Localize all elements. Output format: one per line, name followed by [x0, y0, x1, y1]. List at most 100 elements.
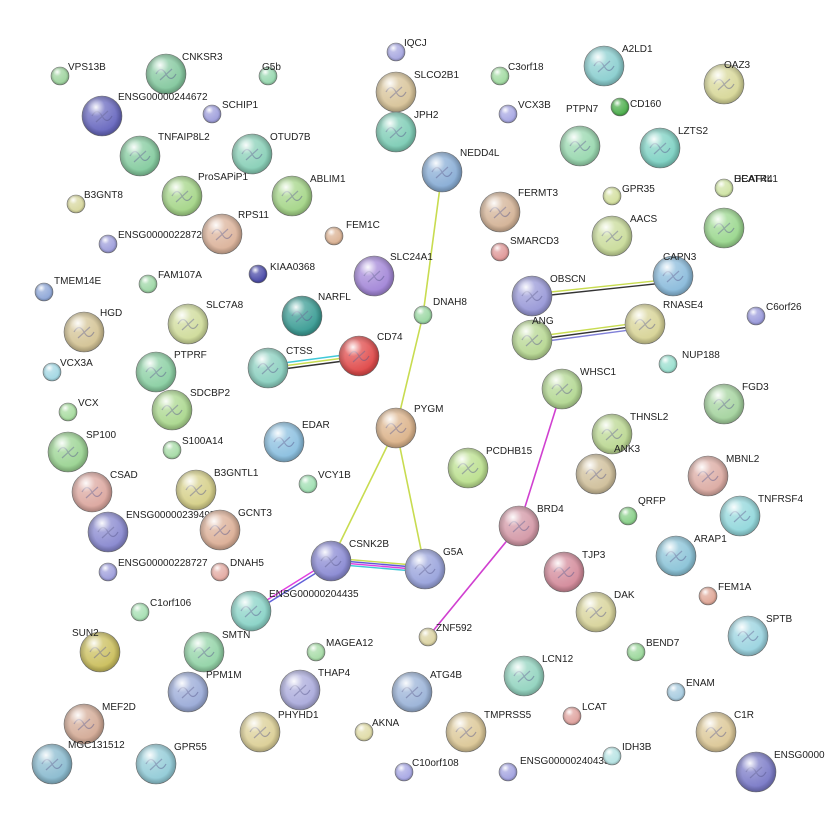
node-schip1-9[interactable]: SCHIP1: [202, 100, 259, 124]
node-tmprss5-92[interactable]: TMPRSS5: [445, 710, 532, 753]
node-gpr35-22[interactable]: GPR35: [602, 184, 655, 206]
node-lzts2-17[interactable]: LZTS2: [639, 126, 708, 169]
node-jph2-10[interactable]: JPH2: [375, 110, 439, 153]
node-idh3b-99[interactable]: IDH3B: [602, 742, 652, 766]
node-dak-77[interactable]: DAK: [575, 590, 635, 633]
node-vcx-50[interactable]: VCX: [58, 398, 99, 422]
node-dnah5-70[interactable]: DNAH5: [210, 558, 264, 582]
node-smarcd3-27[interactable]: SMARCD3: [490, 236, 559, 262]
node-gpr55-96[interactable]: GPR55: [135, 742, 207, 785]
node-fgd3-49[interactable]: FGD3: [703, 382, 769, 425]
node-fam107a-32[interactable]: FAM107A: [138, 270, 202, 294]
node-rnase4-41[interactable]: RNASE4: [624, 300, 703, 345]
node-heatr4-29[interactable]: HEATR4: [703, 174, 773, 249]
node-ptprf-46[interactable]: PTPRF: [135, 350, 207, 393]
node-mgc131512-95[interactable]: MGC131512: [31, 740, 125, 785]
node-pygm-52[interactable]: PYGM: [375, 404, 443, 449]
node-akna-91[interactable]: AKNA: [354, 718, 400, 742]
node-fem1c-26[interactable]: FEM1C: [324, 220, 380, 246]
node-tjp3-73[interactable]: TJP3: [543, 550, 606, 593]
node-ensg00000228727-24[interactable]: ENSG00000228727: [98, 230, 208, 254]
node-c10orf108-97[interactable]: C10orf108: [394, 758, 459, 782]
node-mbnl2-59[interactable]: MBNL2: [687, 454, 760, 497]
node-a2ld1-6[interactable]: A2LD1: [583, 44, 653, 87]
node-fem1a-74[interactable]: FEM1A: [698, 582, 752, 606]
node-vcx3b-11[interactable]: VCX3B: [498, 100, 551, 124]
node-sptb-78[interactable]: SPTB: [727, 614, 792, 657]
node-slco2b1-4[interactable]: SLCO2B1: [375, 70, 459, 113]
node-vcy1b-62[interactable]: VCY1B: [298, 470, 351, 494]
node-c1r-94[interactable]: C1R: [695, 710, 754, 753]
node-capn3-34[interactable]: CAPN3: [652, 252, 697, 297]
node-c3orf18-5[interactable]: C3orf18: [490, 62, 544, 86]
node-ensg0000-100[interactable]: ENSG0000: [735, 750, 825, 793]
node-rps11-25[interactable]: RPS11: [201, 210, 269, 255]
node-phyhd1-90[interactable]: PHYHD1: [239, 710, 319, 753]
node-bend7-83[interactable]: BEND7: [626, 638, 680, 662]
node-ptpn7-16[interactable]: PTPN7: [559, 104, 601, 167]
node-vcx3a-43[interactable]: VCX3A: [42, 358, 93, 382]
node-vps13b-0[interactable]: VPS13B: [50, 62, 106, 86]
node-otud7b-14[interactable]: OTUD7B: [231, 132, 311, 175]
node-c1orf106-75[interactable]: C1orf106: [130, 598, 192, 622]
node-b3gnt8-18[interactable]: B3GNT8: [66, 190, 123, 214]
node-ensg00000244672-8[interactable]: ENSG00000244672: [81, 92, 208, 137]
node-lcn12-87[interactable]: LCN12: [503, 654, 574, 697]
node-prosapip1-19[interactable]: ProSAPiP1: [161, 172, 248, 217]
node-g5b-2[interactable]: G5b: [258, 62, 281, 86]
node-atg4b-86[interactable]: ATG4B: [391, 670, 462, 713]
node-nedd4l-15[interactable]: NEDD4L: [421, 148, 500, 193]
node-gcnt3-66[interactable]: GCNT3: [199, 508, 272, 551]
node-obscn-35[interactable]: OBSCN: [511, 274, 586, 317]
node-kiaa0368-33[interactable]: KIAA0368: [248, 262, 315, 284]
node-enam-88[interactable]: ENAM: [666, 678, 715, 702]
node-ctss-47[interactable]: CTSS: [247, 346, 313, 389]
node-tnfrsf4-64[interactable]: TNFRSF4: [719, 494, 803, 537]
node-ensg00000204435-76[interactable]: ENSG00000204435: [230, 589, 359, 632]
node-dcaf4l1-23[interactable]: DCAF4L1: [714, 174, 778, 198]
node-ang-42[interactable]: ANG: [511, 316, 554, 361]
node-dnah8-40[interactable]: DNAH8: [413, 297, 467, 325]
node-s100a14-55[interactable]: S100A14: [162, 436, 224, 460]
node-csnk2b-71[interactable]: CSNK2B: [310, 539, 389, 582]
node-znf592-82[interactable]: ZNF592: [418, 623, 473, 647]
node-oaz3-7[interactable]: OAZ3: [703, 60, 751, 105]
node-thnsl2-53[interactable]: THNSL2: [591, 412, 669, 455]
node-ensg00000239497-65[interactable]: ENSG00000239497: [87, 510, 216, 553]
node-cnksr3-1[interactable]: CNKSR3: [145, 52, 223, 95]
node-narfl-39[interactable]: NARFL: [281, 292, 351, 337]
node-fermt3-21[interactable]: FERMT3: [479, 188, 558, 233]
node-b3gntl1-61[interactable]: B3GNTL1: [175, 468, 259, 511]
node-ensg00000228727-69[interactable]: ENSG00000228727: [98, 558, 208, 582]
node-smtn-80[interactable]: SMTN: [183, 630, 250, 673]
node-mef2d-89[interactable]: MEF2D: [63, 702, 136, 745]
node-slc7a8-38[interactable]: SLC7A8: [167, 300, 244, 345]
node-lcat-93[interactable]: LCAT: [562, 702, 607, 726]
node-whsc1-48[interactable]: WHSC1: [541, 367, 617, 410]
node-ensg00000240433-98[interactable]: ENSG00000240433: [498, 756, 610, 782]
node-slc24a1-30[interactable]: SLC24A1: [353, 252, 433, 297]
node-sp100-54[interactable]: SP100: [47, 430, 116, 473]
node-sun2-79[interactable]: SUN2: [72, 628, 121, 673]
node-qrfp-63[interactable]: QRFP: [618, 496, 666, 526]
node-arap1-68[interactable]: ARAP1: [655, 534, 727, 577]
node-ablim1-20[interactable]: ABLIM1: [271, 174, 346, 217]
node-edar-56[interactable]: EDAR: [263, 420, 330, 463]
node-thap4-85[interactable]: THAP4: [279, 668, 351, 711]
node-nup188-45[interactable]: NUP188: [658, 350, 720, 374]
node-hgd-37[interactable]: HGD: [63, 308, 122, 353]
node-c6orf26-36[interactable]: C6orf26: [746, 302, 802, 326]
node-aacs-28[interactable]: AACS: [591, 214, 658, 257]
node-sdcbp2-51[interactable]: SDCBP2: [151, 388, 230, 431]
node-cd74-44[interactable]: CD74: [338, 332, 403, 377]
node-tnfaip8l2-13[interactable]: TNFAIP8L2: [119, 132, 210, 177]
node-magea12-81[interactable]: MAGEA12: [306, 638, 374, 662]
node-ank3-58[interactable]: ANK3: [575, 444, 641, 495]
node-g5a-72[interactable]: G5A: [404, 547, 463, 590]
node-cd160-12[interactable]: CD160: [610, 97, 662, 117]
node-brd4-67[interactable]: BRD4: [498, 504, 564, 547]
node-iqcj-3[interactable]: IQCJ: [386, 38, 427, 62]
node-tmem14e-31[interactable]: TMEM14E: [34, 276, 102, 302]
node-pcdhb15-57[interactable]: PCDHB15: [447, 446, 533, 489]
node-csad-60[interactable]: CSAD: [71, 470, 138, 513]
